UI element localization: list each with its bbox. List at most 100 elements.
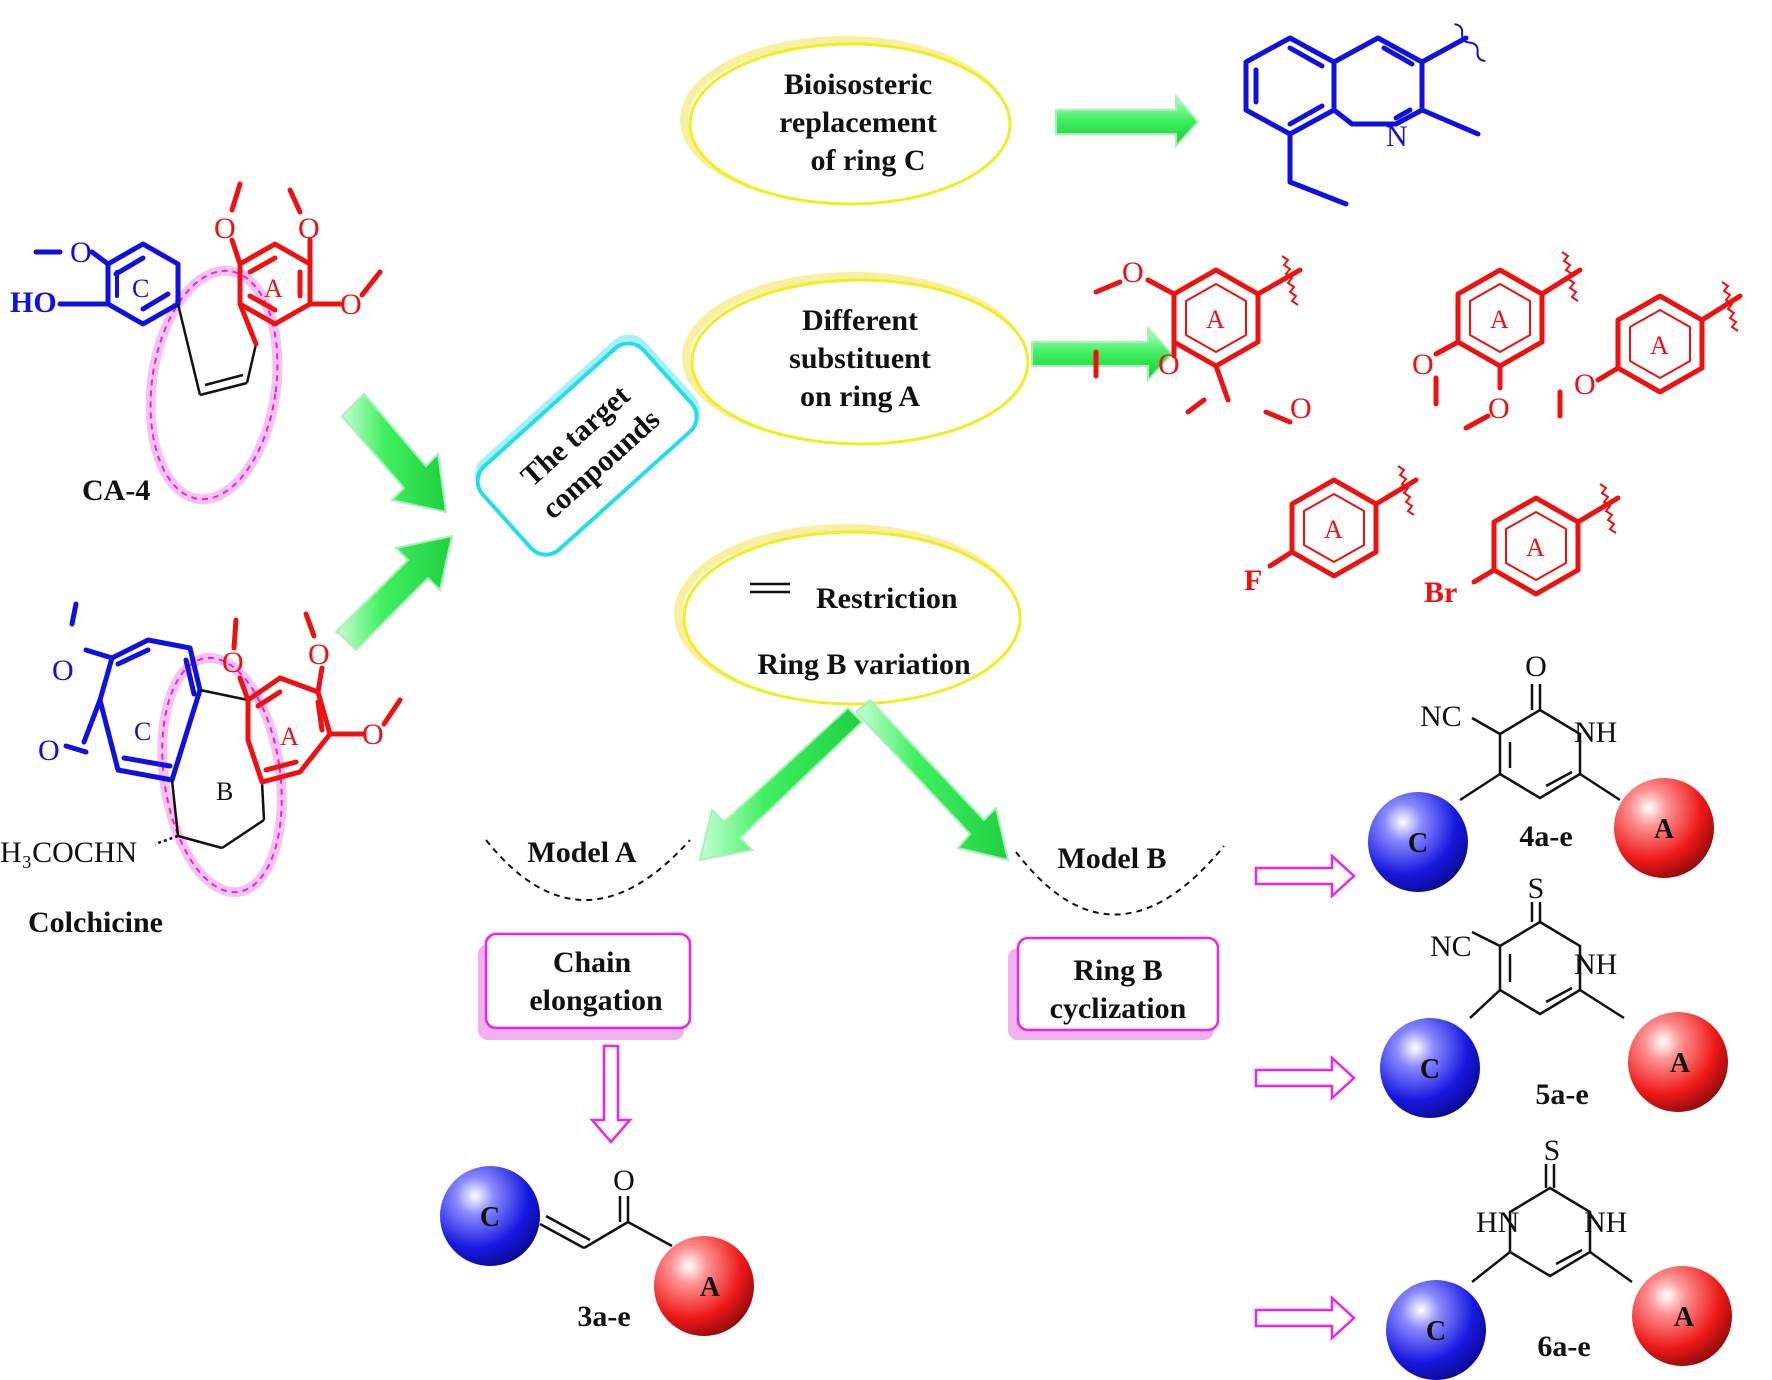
cyclization-line1: Ring B	[1073, 954, 1162, 987]
variant5-ring-label: A	[1526, 533, 1545, 562]
product3-c-label: C	[480, 1202, 500, 1233]
colchicine-highlight-ellipse	[157, 652, 287, 898]
quinoline-structure	[1243, 35, 1481, 207]
bioisosteric-line1: Bioisosteric	[784, 68, 932, 101]
arrow-to-4	[1254, 853, 1356, 899]
colchicine-a-ome1: O	[222, 646, 244, 679]
product6-c-label: C	[1426, 1316, 1446, 1347]
substituent-line3: on ring A	[800, 380, 920, 413]
model-b-arc	[1015, 845, 1225, 916]
bioisosteric-arrow	[1055, 93, 1200, 149]
product3-a-label: A	[700, 1272, 721, 1303]
product3-label: 3a-e	[577, 1300, 630, 1333]
product5-s: S	[1528, 872, 1545, 905]
cyclization-line2: cyclization	[1050, 992, 1187, 1025]
ring-b-variation-label: Ring B variation	[757, 648, 971, 681]
product5-a-label: A	[1670, 1048, 1691, 1079]
product-4: C A O NC NH 4a-e	[1368, 650, 1714, 892]
product5-c-label: C	[1420, 1054, 1440, 1085]
colchicine-ring-b-label: B	[216, 777, 233, 806]
double-bond-icon	[750, 582, 790, 594]
colchicine-ring-c-label: C	[134, 717, 151, 746]
bioisosteric-line2: replacement	[779, 106, 937, 139]
product3-o: O	[613, 1164, 635, 1197]
colchicine-structure: O O C B H₃COCHN O O O A	[0, 601, 403, 939]
product4-ring-a	[1614, 778, 1714, 878]
product5-ring-c	[1380, 1018, 1480, 1118]
ca4-ome-o: O	[70, 236, 92, 269]
product6-ring-a	[1632, 1266, 1732, 1366]
quinoline-wavy-bond	[1454, 23, 1486, 62]
substituent-ellipse: Different substituent on ring A	[682, 272, 1030, 446]
chain-line2: elongation	[529, 984, 663, 1017]
arrow-to-6	[1254, 1295, 1356, 1341]
target-arrow-from-ca4	[340, 392, 448, 514]
ring-b-cyclization-box: Ring B cyclization	[1008, 936, 1220, 1040]
product4-o: O	[1525, 650, 1547, 683]
model-a-label: Model A	[527, 836, 636, 869]
product6-hn: HN	[1476, 1206, 1519, 1239]
product4-label: 4a-e	[1519, 820, 1572, 853]
variant2-o-bottom: O	[1488, 392, 1510, 425]
ring-a-variants	[1093, 267, 1743, 597]
ca4-structure: O HO C O O O A CA-4	[10, 181, 383, 507]
variant5-br: Br	[1424, 576, 1457, 609]
colchicine-a-ome2: O	[308, 638, 330, 671]
colchicine-a-ome3: O	[362, 718, 384, 751]
variant1-o-top: O	[1122, 256, 1144, 289]
variant3-ring-label: A	[1650, 331, 1669, 360]
product5-ring-a	[1628, 1012, 1728, 1112]
product4-a-label: A	[1654, 814, 1675, 845]
product6-ring-c	[1386, 1280, 1486, 1380]
product6-label: 6a-e	[1537, 1330, 1590, 1363]
chain-line1: Chain	[553, 946, 632, 979]
variant1-o-mid: O	[1158, 348, 1180, 381]
product5-label: 5a-e	[1535, 1078, 1588, 1111]
quinoline-n: N	[1386, 120, 1408, 153]
product4-ring-c	[1368, 792, 1468, 892]
product4-c-label: C	[1408, 828, 1428, 859]
product-arrows	[1254, 853, 1356, 1341]
chain-down-arrow	[589, 1044, 633, 1144]
variant2-o-left: O	[1412, 348, 1434, 381]
target-arrow-from-colchicine	[334, 534, 454, 652]
product4-nc: NC	[1420, 700, 1462, 733]
ca4-ring-c-label: C	[132, 274, 149, 303]
ca4-a-ome3: O	[340, 288, 362, 321]
substituent-line1: Different	[802, 304, 918, 337]
product-3: C A O 3a-e	[440, 1164, 754, 1336]
colchicine-nh-group: H₃COCHN	[0, 836, 137, 869]
substituent-line2: substituent	[789, 342, 931, 375]
colchicine-ome-o: O	[52, 654, 74, 687]
ring-a-wavy-bonds	[1281, 251, 1739, 534]
ring-a-variant-labels: A A A A A O O O O O O F Br	[1122, 256, 1669, 609]
target-compounds-box: The target compounds	[474, 334, 700, 557]
product6-s: S	[1544, 1134, 1561, 1167]
variant1-ring-label: A	[1206, 305, 1225, 334]
variant2-ring-label: A	[1490, 305, 1509, 334]
colchicine-carbonyl-o: O	[38, 734, 60, 767]
product5-nc: NC	[1430, 930, 1472, 963]
arrow-to-model-b	[854, 698, 1010, 862]
model-a-arc	[485, 839, 691, 901]
product-5: C A S NC NH 5a-e	[1380, 872, 1728, 1118]
ca4-ring-a-label: A	[264, 274, 283, 303]
product5-nh: NH	[1574, 948, 1617, 981]
product-6: C A S HN NH 6a-e	[1386, 1134, 1732, 1380]
product6-a-label: A	[1674, 1302, 1695, 1333]
restriction-label: Restriction	[816, 582, 958, 615]
colchicine-ring-a-label: A	[280, 722, 299, 751]
chain-elongation-box: Chain elongation	[478, 932, 692, 1040]
ca4-dashed-ellipse	[149, 269, 279, 501]
arrow-to-5	[1254, 1055, 1356, 1101]
ca4-ho: HO	[10, 286, 57, 319]
arrow-to-model-a	[698, 706, 864, 862]
variant4-f: F	[1244, 564, 1262, 597]
colchicine-label: Colchicine	[28, 906, 163, 939]
ca4-a-ome2: O	[298, 212, 320, 245]
product3-ring-a	[654, 1236, 754, 1336]
variant4-ring-label: A	[1324, 515, 1343, 544]
bioisosteric-ellipse: Bioisosteric replacement of ring C	[680, 36, 1012, 206]
variant1-o-bottom: O	[1290, 392, 1312, 425]
